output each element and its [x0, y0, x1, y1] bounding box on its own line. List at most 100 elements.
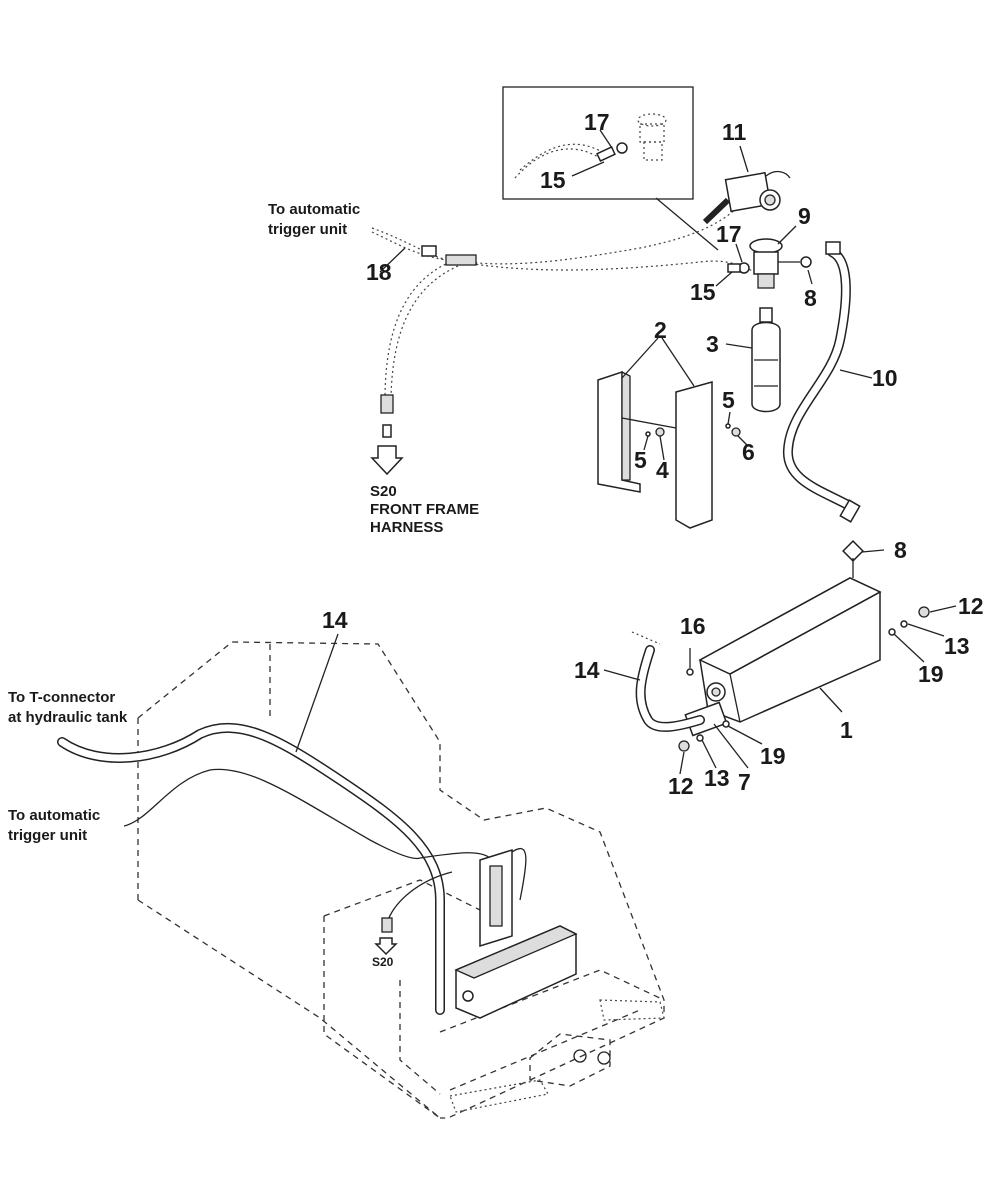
callout-6: 6	[742, 439, 755, 465]
note-tconnector-2: at hydraulic tank	[8, 709, 128, 726]
callout-15: 15	[690, 279, 716, 305]
callout-19: 19	[760, 743, 786, 769]
bolt-12b	[678, 740, 690, 752]
fitting-8a	[800, 256, 812, 268]
callouts: 17 15 11 9 17 15 8 18 2 3 10 5 6 5 4 8 1…	[322, 109, 984, 799]
installed-tank-top	[454, 925, 578, 979]
inset-frame	[502, 86, 694, 200]
callout-1: 1	[840, 717, 853, 743]
part-10-hose	[783, 241, 873, 523]
trigger-cable-end	[419, 852, 491, 859]
plug-16	[686, 668, 694, 676]
leader-8a	[807, 269, 813, 285]
callout-5: 5	[634, 447, 647, 473]
leader-12a	[929, 605, 957, 613]
leader-2a	[621, 337, 659, 379]
hose-10-end-top	[825, 241, 841, 255]
frame-hole-a	[573, 1049, 587, 1063]
valve-body	[753, 251, 779, 275]
callout-16: 16	[680, 613, 706, 639]
callout-8: 8	[804, 285, 817, 311]
callout-5: 5	[722, 387, 735, 413]
inset-actuator-base	[643, 141, 663, 161]
trigger-cable-routed	[123, 768, 421, 860]
inset-hose-a	[514, 148, 601, 179]
bracket-right-plate	[675, 381, 713, 529]
nut-6	[731, 427, 741, 437]
note-s20-top-1: S20	[370, 483, 397, 500]
callout-10: 10	[872, 365, 898, 391]
leader-12b	[679, 751, 685, 775]
inset-actuator-body	[639, 123, 665, 143]
washer-19a	[888, 628, 896, 636]
frame-divider-b	[323, 916, 441, 1119]
leader-13b	[701, 739, 717, 769]
washer-5a	[725, 423, 731, 429]
leader-6	[737, 435, 749, 447]
actuator-body	[724, 171, 772, 213]
note-tconnector-1: To T-connector	[8, 689, 115, 706]
fitting-8b	[842, 540, 864, 562]
callout-8: 8	[894, 537, 907, 563]
installed-cartridge	[489, 865, 503, 927]
leader-14b	[295, 633, 339, 753]
hose-10-inner	[784, 248, 852, 509]
bracket-left-plate	[597, 370, 641, 493]
callout-17: 17	[584, 109, 610, 135]
note-s20-top-3: HARNESS	[370, 519, 443, 536]
leader-3	[725, 343, 753, 349]
part-3-cartridge	[725, 307, 781, 413]
leader-7	[713, 723, 749, 769]
bolt-4	[655, 427, 665, 437]
leader-4	[659, 435, 665, 461]
callout-19: 19	[918, 661, 944, 687]
leader-10	[839, 369, 873, 379]
part-14-hose-detail	[603, 631, 705, 732]
harness-plug	[380, 394, 394, 414]
washer-13a	[900, 620, 908, 628]
leader-5a	[727, 411, 731, 425]
part-1-tank	[678, 577, 957, 775]
cartridge-body	[751, 321, 781, 413]
leader-17a	[599, 129, 613, 149]
inset-hose-b	[519, 143, 605, 171]
part-2-bracket	[597, 337, 749, 529]
harness-cable-routed	[387, 871, 453, 921]
cable-to-11	[371, 204, 741, 265]
callout-12: 12	[668, 773, 694, 799]
washer-19b	[722, 720, 730, 728]
note-trigger-top-1: To automatic	[268, 201, 360, 218]
installed-tank-port	[462, 990, 474, 1002]
callout-18: 18	[366, 259, 392, 285]
inset-fitting-15	[596, 145, 616, 163]
bolt-12a	[918, 606, 930, 618]
hose-14-break	[631, 631, 661, 645]
hose-14-inner	[637, 646, 704, 731]
leader-14a	[603, 669, 641, 681]
installed-assembly	[57, 633, 578, 1019]
leader-17b	[735, 243, 743, 263]
note-trigger-bottom-2: trigger unit	[8, 827, 87, 844]
actuator-wire	[765, 170, 791, 179]
frame-block	[529, 1033, 611, 1087]
s20-arrow-bottom	[374, 937, 398, 956]
hose-10-outer	[783, 247, 853, 510]
callout-14: 14	[574, 657, 600, 683]
frame-hole-b	[597, 1051, 611, 1065]
frame-outline-top	[137, 641, 665, 1119]
leader-19a	[893, 633, 925, 663]
leader-13a	[907, 623, 945, 637]
bracket-left-edge	[621, 370, 631, 481]
callout-9: 9	[798, 203, 811, 229]
callout-12: 12	[958, 593, 984, 619]
leader-2b	[661, 337, 695, 387]
machine-frame	[137, 641, 665, 1119]
connector-18b	[445, 254, 477, 266]
leader-5b	[643, 435, 649, 451]
callout-2: 2	[654, 317, 667, 343]
frame-tread-a	[599, 999, 665, 1021]
leader-18	[379, 247, 406, 273]
valve-knob	[749, 238, 783, 254]
leader-8b	[861, 549, 885, 553]
washer-13b	[696, 734, 704, 742]
